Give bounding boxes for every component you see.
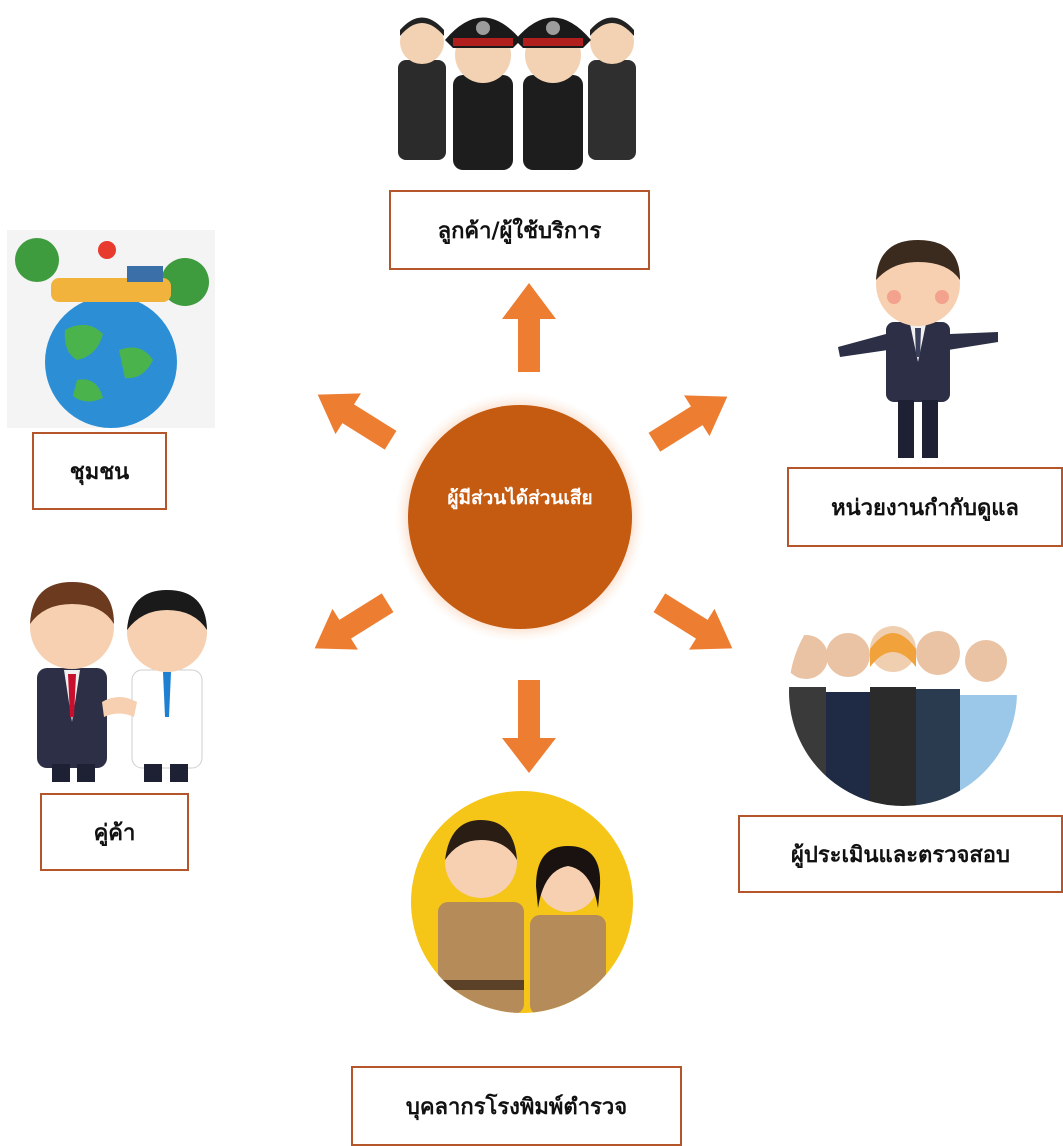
business-team-icon (789, 578, 1017, 806)
arrow-lower-right (653, 593, 733, 650)
stakeholder-label-personnel: บุคลากรโรงพิมพ์ตำรวจ (351, 1066, 682, 1146)
stakeholder-label-auditors: ผู้ประเมินและตรวจสอบ (738, 815, 1063, 893)
arrow-lower-left (314, 593, 394, 650)
hub-circle (408, 405, 632, 629)
arrow-up (502, 283, 556, 372)
businessman-icon (838, 240, 998, 458)
stakeholder-label-community: ชุมชน (32, 432, 167, 510)
arrow-upper-right (648, 395, 728, 452)
civil-servants-icon (411, 791, 633, 1013)
arrow-upper-left (317, 393, 397, 450)
stakeholder-label-partners: คู่ค้า (40, 793, 189, 871)
community-earth-icon (7, 230, 215, 428)
arrow-down (502, 680, 556, 773)
stakeholder-label-regulators: หน่วยงานกำกับดูแล (787, 467, 1063, 547)
stakeholder-label-customers: ลูกค้า/ผู้ใช้บริการ (389, 190, 650, 270)
police-officers-icon (398, 17, 636, 170)
hub-label: ผู้มีส่วนได้ส่วนเสีย (447, 487, 593, 509)
handshake-partners-icon (30, 582, 207, 782)
